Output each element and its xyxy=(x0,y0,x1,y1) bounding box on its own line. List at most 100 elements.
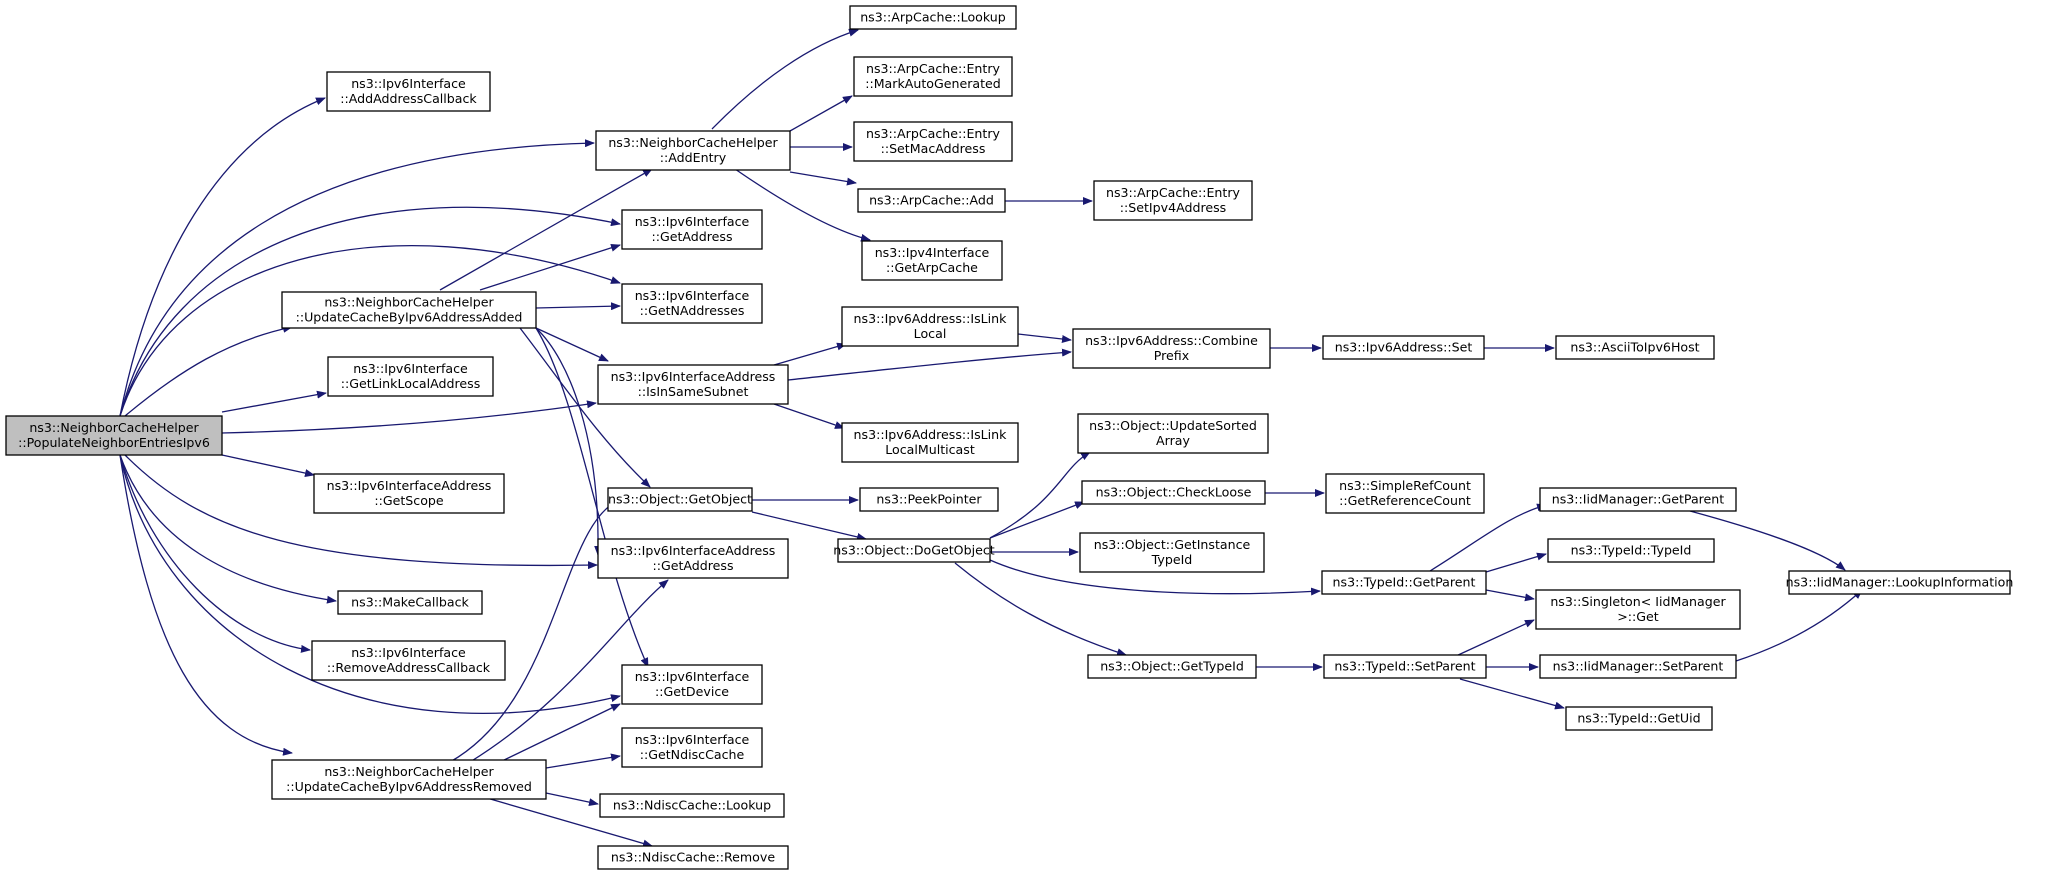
node-box xyxy=(1565,706,1713,731)
edge-root-makecallback xyxy=(119,454,337,604)
node-label-line: ns3::TypeId::GetUid xyxy=(1577,711,1700,726)
node-ifa-get-addr[interactable]: ns3::Ipv6InterfaceAddress::GetAddress xyxy=(597,538,789,579)
node-mark-auto[interactable]: ns3::ArpCache::Entry::MarkAutoGenerated xyxy=(853,56,1013,97)
edge-root-ifgetaddress xyxy=(119,206,621,417)
node-check-loose[interactable]: ns3::Object::CheckLoose xyxy=(1081,480,1266,505)
node-label-line: ns3::Ipv6Address::IsLink xyxy=(854,311,1008,326)
node-label-line: ::IsInSameSubnet xyxy=(638,384,749,399)
node-box xyxy=(313,473,505,514)
node-label-line: ::GetReferenceCount xyxy=(1339,493,1471,508)
edge-addentry-arpadd xyxy=(789,171,857,186)
edge-added-getnaddresses xyxy=(535,302,621,311)
node-box xyxy=(326,71,491,112)
node-box xyxy=(1093,180,1253,221)
edge-iidgetparent-lookupinfo xyxy=(1689,510,1846,571)
node-box xyxy=(595,130,791,171)
node-tid-type-id[interactable]: ns3::TypeId::TypeId xyxy=(1547,538,1715,563)
node-box xyxy=(1555,335,1715,360)
node-add-entry[interactable]: ns3::NeighborCacheHelper::AddEntry xyxy=(595,130,791,171)
node-set-ipv4[interactable]: ns3::ArpCache::Entry::SetIpv4Address xyxy=(1093,180,1253,221)
function-nodes: ns3::NeighborCacheHelper::PopulateNeighb… xyxy=(5,5,2014,870)
node-box xyxy=(597,538,789,579)
node-box xyxy=(621,283,763,324)
node-do-get-obj[interactable]: ns3::Object::DoGetObject xyxy=(833,538,995,563)
node-label-line: ns3::Ipv6Address::IsLink xyxy=(854,427,1008,442)
node-label-line: ns3::NeighborCacheHelper xyxy=(608,135,778,150)
edge-removed-getobject xyxy=(449,498,623,763)
node-nd-remove[interactable]: ns3::NdiscCache::Remove xyxy=(597,845,789,870)
node-lookup-info[interactable]: ns3::IidManager::LookupInformation xyxy=(1786,570,2014,595)
edge-tidgetparent-singleton xyxy=(1485,589,1535,602)
node-set-mac[interactable]: ns3::ArpCache::Entry::SetMacAddress xyxy=(853,121,1013,162)
node-ref-count[interactable]: ns3::SimpleRefCount::GetReferenceCount xyxy=(1325,473,1485,514)
node-addr-set[interactable]: ns3::Ipv6Address::Set xyxy=(1322,335,1485,360)
node-label-line: ns3::Object::UpdateSorted xyxy=(1089,418,1257,433)
node-is-same-subnet[interactable]: ns3::Ipv6InterfaceAddress::IsInSameSubne… xyxy=(597,364,789,405)
node-label-line: ns3::Ipv6InterfaceAddress xyxy=(327,478,492,493)
node-upd-removed[interactable]: ns3::NeighborCacheHelper::UpdateCacheByI… xyxy=(271,759,547,800)
node-label-line: ns3::Ipv6Interface xyxy=(635,732,750,747)
node-get-ndisc[interactable]: ns3::Ipv6Interface::GetNdiscCache xyxy=(621,727,763,768)
node-label-line: ::SetIpv4Address xyxy=(1120,200,1227,215)
node-rem-addr-cb[interactable]: ns3::Ipv6Interface::RemoveAddressCallbac… xyxy=(311,640,506,681)
edge-islinklocal-combineprefix xyxy=(1017,333,1072,343)
node-iid-get-parent[interactable]: ns3::IidManager::GetParent xyxy=(1539,487,1737,512)
node-iid-set-parent[interactable]: ns3::IidManager::SetParent xyxy=(1539,654,1737,679)
edge-removed-ndiscremove xyxy=(479,795,653,848)
edge-dogetobject-updatesorted xyxy=(989,451,1091,539)
node-label-line: Prefix xyxy=(1154,348,1190,363)
node-label-line: ::GetAddress xyxy=(652,558,733,573)
node-singleton[interactable]: ns3::Singleton< IidManager>::Get xyxy=(1535,589,1741,630)
node-root[interactable]: ns3::NeighborCacheHelper::PopulateNeighb… xyxy=(5,415,223,456)
node-get-uid[interactable]: ns3::TypeId::GetUid xyxy=(1565,706,1713,731)
node-nd-lookup[interactable]: ns3::NdiscCache::Lookup xyxy=(599,793,785,818)
node-arp-lookup[interactable]: ns3::ArpCache::Lookup xyxy=(849,5,1017,30)
node-box xyxy=(1321,570,1487,595)
node-label-line: ::MarkAutoGenerated xyxy=(865,76,1001,91)
node-upd-added[interactable]: ns3::NeighborCacheHelper::UpdateCacheByI… xyxy=(281,291,537,329)
node-get-object[interactable]: ns3::Object::GetObject xyxy=(607,487,753,512)
node-get-naddr[interactable]: ns3::Ipv6Interface::GetNAddresses xyxy=(621,283,763,324)
node-label-line: ns3::Object::GetTypeId xyxy=(1100,659,1244,674)
node-arp-add[interactable]: ns3::ArpCache::Add xyxy=(857,188,1006,213)
edge-dogetobject-checkloose xyxy=(989,501,1085,539)
node-label-line: ns3::TypeId::GetParent xyxy=(1333,575,1476,590)
node-box xyxy=(1788,570,2011,595)
edge-removed-getdevice xyxy=(499,703,621,763)
node-ascii-to[interactable]: ns3::AsciiToIpv6Host xyxy=(1555,335,1715,360)
node-label-line: ns3::Ipv6Interface xyxy=(635,288,750,303)
node-if-get-addr[interactable]: ns3::Ipv6Interface::GetAddress xyxy=(621,209,763,250)
edge-root-getdevice xyxy=(119,454,621,715)
node-add-addr-cb[interactable]: ns3::Ipv6Interface::AddAddressCallback xyxy=(326,71,491,112)
node-label-line: ns3::Ipv6Interface xyxy=(351,76,466,91)
node-label-line: ns3::IidManager::SetParent xyxy=(1553,659,1724,674)
edge-root-getscope xyxy=(221,454,315,477)
node-get-scope[interactable]: ns3::Ipv6InterfaceAddress::GetScope xyxy=(313,473,505,514)
node-label-line: ns3::Object::GetInstance xyxy=(1094,537,1251,552)
edge-samesubnet-combineprefix xyxy=(787,348,1072,381)
node-label-line: TypeId xyxy=(1151,552,1193,567)
edge-added-ifagetaddress xyxy=(535,327,603,556)
node-box xyxy=(853,121,1013,162)
edge-root-getnaddresses xyxy=(119,244,621,417)
node-obj-get-tid[interactable]: ns3::Object::GetTypeId xyxy=(1087,654,1257,679)
node-peek[interactable]: ns3::PeekPointer xyxy=(859,487,999,512)
node-make-cb[interactable]: ns3::MakeCallback xyxy=(337,590,483,615)
node-box xyxy=(1539,654,1737,679)
edge-root-addentry xyxy=(119,139,595,417)
node-get-arp[interactable]: ns3::Ipv4Interface::GetArpCache xyxy=(861,240,1003,281)
node-get-device[interactable]: ns3::Ipv6Interface::GetDevice xyxy=(621,664,763,705)
node-label-line: ::RemoveAddressCallback xyxy=(327,660,491,675)
node-get-link-local[interactable]: ns3::Ipv6Interface::GetLinkLocalAddress xyxy=(327,356,494,397)
edge-root-addaddresscallback xyxy=(119,97,326,417)
node-tid-set-parent[interactable]: ns3::TypeId::SetParent xyxy=(1323,654,1487,679)
node-tid-get-parent[interactable]: ns3::TypeId::GetParent xyxy=(1321,570,1487,595)
node-label-line: ns3::Ipv6Interface xyxy=(353,361,468,376)
node-label-line: >::Get xyxy=(1617,609,1659,624)
edge-added-isinsamesubnet xyxy=(535,327,609,362)
